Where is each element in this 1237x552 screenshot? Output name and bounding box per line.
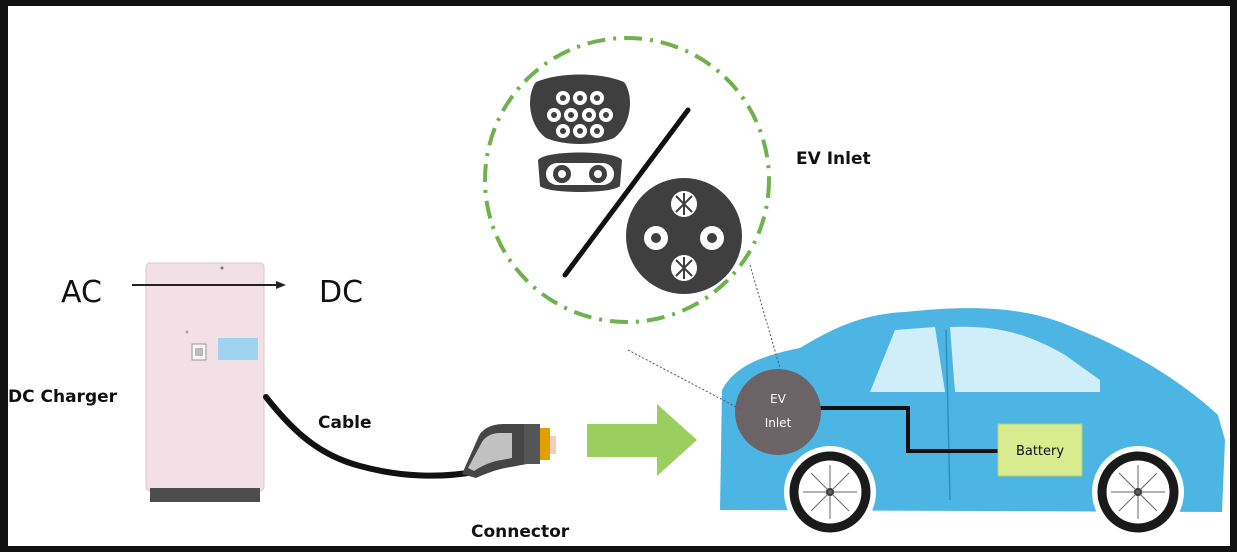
type2-ccs-combo-inlet-icon [530, 74, 630, 192]
charging-cable [263, 394, 477, 479]
ev-inlet-title: EV Inlet [796, 149, 871, 169]
ev-inlet-callout [483, 36, 771, 324]
ev-inlet-circle [735, 369, 821, 455]
inlet-label-line1: EV [770, 392, 787, 406]
callout-leader-left [627, 349, 743, 411]
cable-label: Cable [318, 413, 371, 433]
ac-dc-arrow [132, 281, 286, 289]
dc-charger-icon [145, 262, 265, 502]
ev-car-icon [720, 308, 1225, 533]
battery-box [997, 423, 1083, 477]
battery-wire [820, 406, 998, 453]
arrow-right-icon [587, 404, 697, 476]
chademo-inlet-icon [626, 178, 742, 294]
dc-label: DC [319, 275, 363, 310]
dc-charger-label: DC Charger [8, 387, 118, 407]
battery-label: Battery [1016, 444, 1064, 459]
connector-label: Connector [471, 522, 570, 542]
connector-divider [562, 107, 691, 278]
callout-leader-right [749, 264, 781, 369]
connector-plug-icon [462, 424, 556, 478]
ac-label: AC [61, 275, 102, 310]
inlet-label-line2: Inlet [765, 416, 792, 430]
